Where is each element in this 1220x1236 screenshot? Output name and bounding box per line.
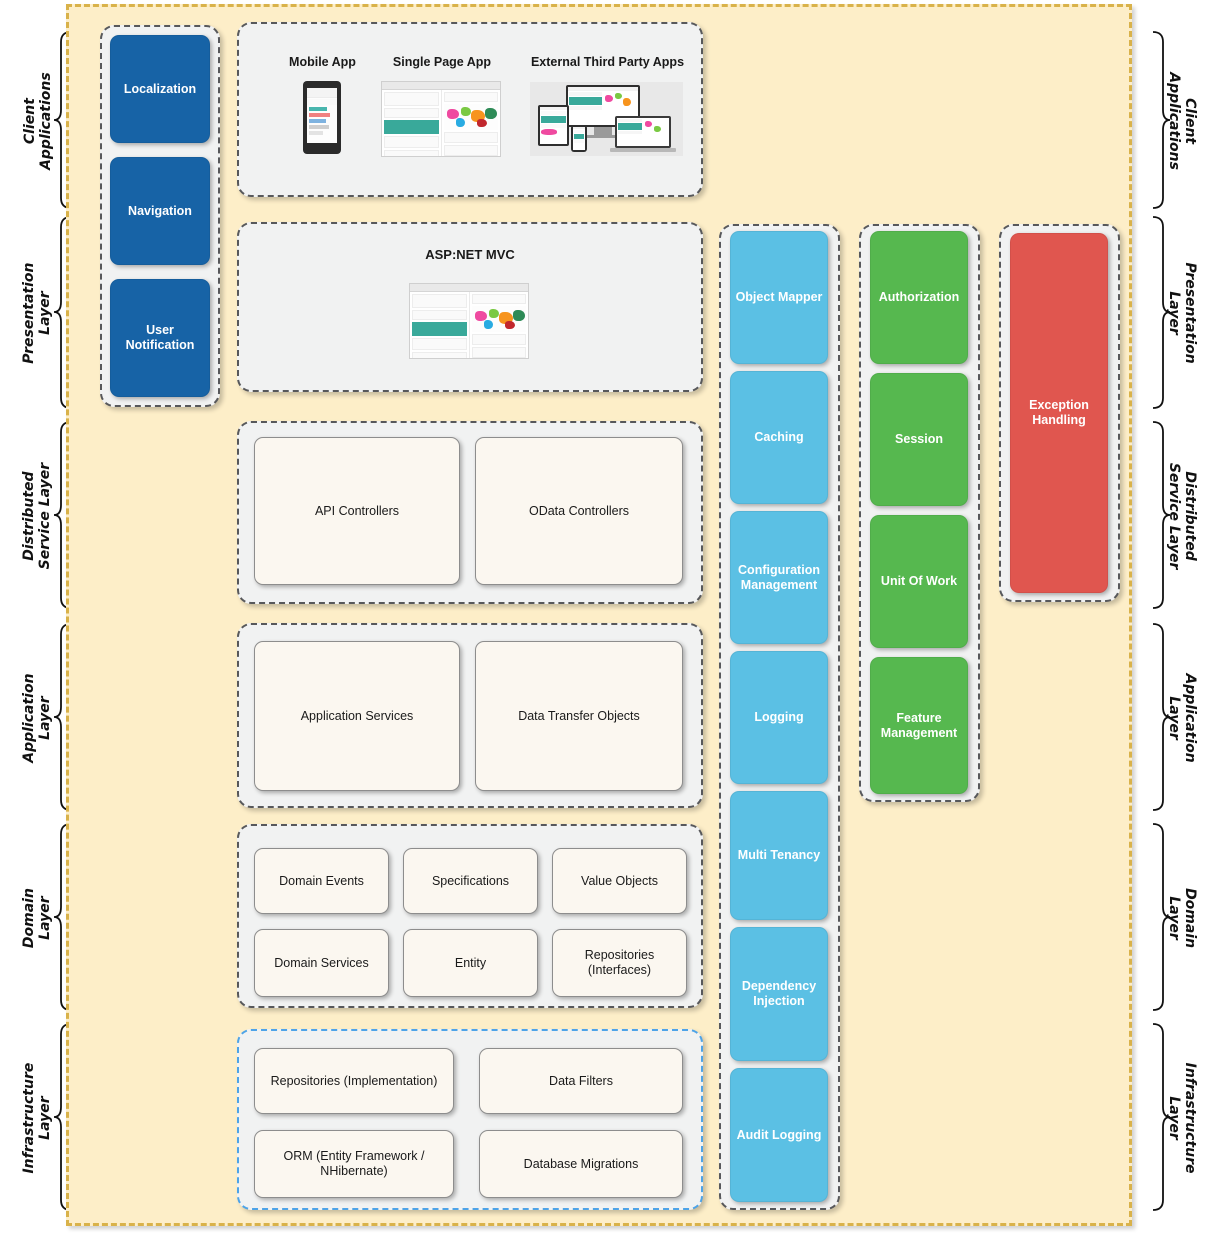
card-configuration-management[interactable]: Configuration Management [730,511,828,644]
card-repositories-interfaces[interactable]: Repositories (Interfaces) [552,929,687,997]
device-phone [571,125,587,152]
label-mobile-app: Mobile App [289,55,356,69]
card-data-transfer-objects[interactable]: Data Transfer Objects [475,641,683,791]
card-multi-tenancy[interactable]: Multi Tenancy [730,791,828,920]
card-caching[interactable]: Caching [730,371,828,504]
device-laptop [615,116,671,148]
card-entity[interactable]: Entity [403,929,538,997]
right-brace-label-application-layer: Application Layer [1166,673,1199,763]
card-logging[interactable]: Logging [730,651,828,784]
right-brace-label-client-applications: Client Applications [1166,72,1199,170]
card-localization[interactable]: Localization [110,35,210,143]
left-brace-application-layer [52,622,74,812]
card-repositories-interfaces-label: Repositories (Interfaces) [584,948,655,977]
card-authorization[interactable]: Authorization [870,231,968,364]
right-brace-label-infrastructure-layer: Infrastructure Layer [1166,1062,1199,1174]
browser-right-column [442,90,501,156]
card-exception-handling[interactable]: Exception Handling [1010,233,1108,593]
browser-right-column-mvc [470,292,529,358]
multi-device-dashboard-thumb [530,82,683,156]
browser-dashboard-thumb-mvc [409,283,529,359]
browser-body-mvc [410,292,529,358]
card-configuration-management-label: Configuration Management [738,562,820,592]
browser-body [382,90,501,156]
browser-dashboard-thumb-spa [381,81,501,157]
world-map-graphic-mvc [471,306,526,332]
label-external-third-party-apps: External Third Party Apps [530,55,685,69]
device-tablet [538,105,569,146]
right-brace-infrastructure-layer [1150,1022,1172,1212]
left-brace-label-distributed-service-layer: Distributed Service Layer [20,462,53,570]
card-api-controllers[interactable]: API Controllers [254,437,460,585]
card-orm-label: ORM (Entity Framework / NHibernate) [283,1149,425,1178]
card-navigation[interactable]: Navigation [110,157,210,265]
card-value-objects[interactable]: Value Objects [552,848,687,914]
left-brace-label-presentation-layer: Presentation Layer [20,262,53,364]
left-brace-distributed-service-layer [52,420,74,610]
card-unit-of-work[interactable]: Unit Of Work [870,515,968,648]
right-brace-distributed-service-layer [1150,420,1172,610]
card-odata-controllers[interactable]: OData Controllers [475,437,683,585]
card-user-notification[interactable]: User Notification [110,279,210,397]
browser-left-column [382,90,442,156]
card-domain-services[interactable]: Domain Services [254,929,389,997]
card-dependency-injection[interactable]: Dependency Injection [730,927,828,1061]
left-brace-label-application-layer: Application Layer [20,673,53,763]
left-brace-label-infrastructure-layer: Infrastructure Layer [20,1062,53,1174]
world-map-graphic [443,104,498,130]
card-feature-management[interactable]: Feature Management [870,657,968,794]
monitor-base [583,135,623,138]
right-brace-domain-layer [1150,822,1172,1012]
presentation-layer-heading: ASP:NET MVC [425,247,515,262]
card-object-mapper[interactable]: Object Mapper [730,231,828,364]
left-brace-client-applications [52,30,74,210]
monitor-stand [594,127,612,135]
browser-toolbar-mvc [410,284,528,292]
right-brace-presentation-layer [1150,215,1172,410]
laptop-base [610,148,676,152]
left-brace-domain-layer [52,822,74,1012]
right-brace-label-domain-layer: Domain Layer [1166,888,1199,949]
phone-screen [307,88,337,143]
browser-left-column-mvc [410,292,470,358]
card-database-migrations[interactable]: Database Migrations [479,1130,683,1198]
left-brace-label-client-applications: Client Applications [21,72,54,170]
right-brace-label-presentation-layer: Presentation Layer [1166,262,1199,364]
left-brace-infrastructure-layer [52,1022,74,1212]
browser-toolbar [382,82,500,90]
left-brace-label-domain-layer: Domain Layer [20,888,53,949]
card-user-notification-label: User Notification [125,323,195,352]
card-repositories-implementation[interactable]: Repositories (Implementation) [254,1048,454,1114]
card-data-filters[interactable]: Data Filters [479,1048,683,1114]
right-brace-client-applications [1150,30,1172,210]
mobile-phone-dashboard-thumb [303,81,341,154]
card-application-services[interactable]: Application Services [254,641,460,791]
card-domain-events[interactable]: Domain Events [254,848,389,914]
card-specifications[interactable]: Specifications [403,848,538,914]
card-feature-management-label: Feature Management [880,710,958,740]
label-single-page-app: Single Page App [392,55,492,69]
card-exception-handling-label: Exception Handling [1029,398,1089,427]
right-brace-label-distributed-service-layer: Distributed Service Layer [1166,462,1199,570]
card-orm[interactable]: ORM (Entity Framework / NHibernate) [254,1130,454,1198]
right-brace-application-layer [1150,622,1172,812]
card-session[interactable]: Session [870,373,968,506]
left-brace-presentation-layer [52,215,74,410]
card-audit-logging[interactable]: Audit Logging [730,1068,828,1202]
card-dependency-injection-label: Dependency Injection [741,979,817,1008]
